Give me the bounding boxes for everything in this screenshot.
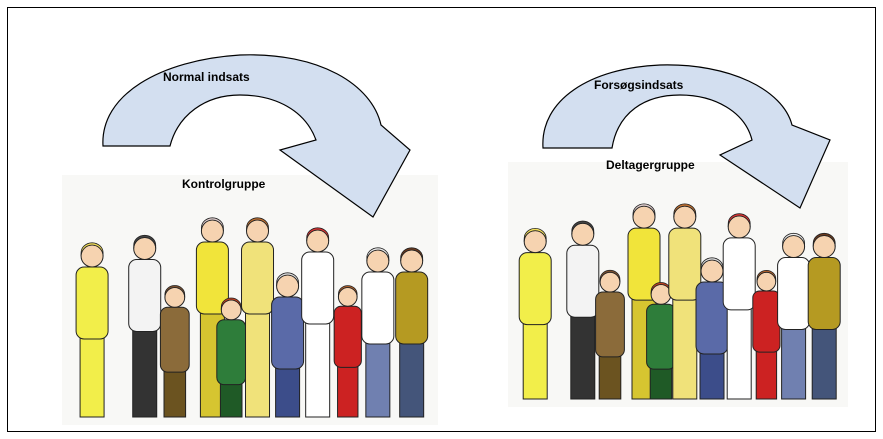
person-figure xyxy=(518,228,552,400)
person-figure xyxy=(807,232,841,400)
arrow-label-right: Forsøgsindsats xyxy=(594,78,684,92)
person-figure xyxy=(595,269,625,400)
person-figure xyxy=(159,285,190,418)
person-figure xyxy=(75,242,109,418)
people-icon xyxy=(75,217,429,418)
person-figure xyxy=(646,282,676,400)
crowd-illustration-left xyxy=(62,175,438,425)
person-figure xyxy=(333,285,362,418)
person-figure xyxy=(395,247,429,418)
group-label-right: Deltagergruppe xyxy=(606,158,695,172)
group-label-left: Kontrolgruppe xyxy=(182,177,266,191)
person-figure xyxy=(566,220,600,400)
person-figure xyxy=(216,297,247,418)
arrow-shape-left xyxy=(102,54,411,218)
person-figure xyxy=(722,213,756,400)
people-icon xyxy=(518,203,841,400)
person-figure xyxy=(668,203,702,400)
crowd-illustration-right xyxy=(508,162,848,407)
person-figure xyxy=(301,227,335,418)
arrow-label-left: Normal indsats xyxy=(163,70,250,84)
person-figure xyxy=(241,217,275,418)
person-figure xyxy=(128,234,162,418)
person-figure xyxy=(361,247,395,418)
person-figure xyxy=(777,232,811,400)
person-figure xyxy=(271,272,305,418)
arrow-shape-right xyxy=(542,64,831,209)
